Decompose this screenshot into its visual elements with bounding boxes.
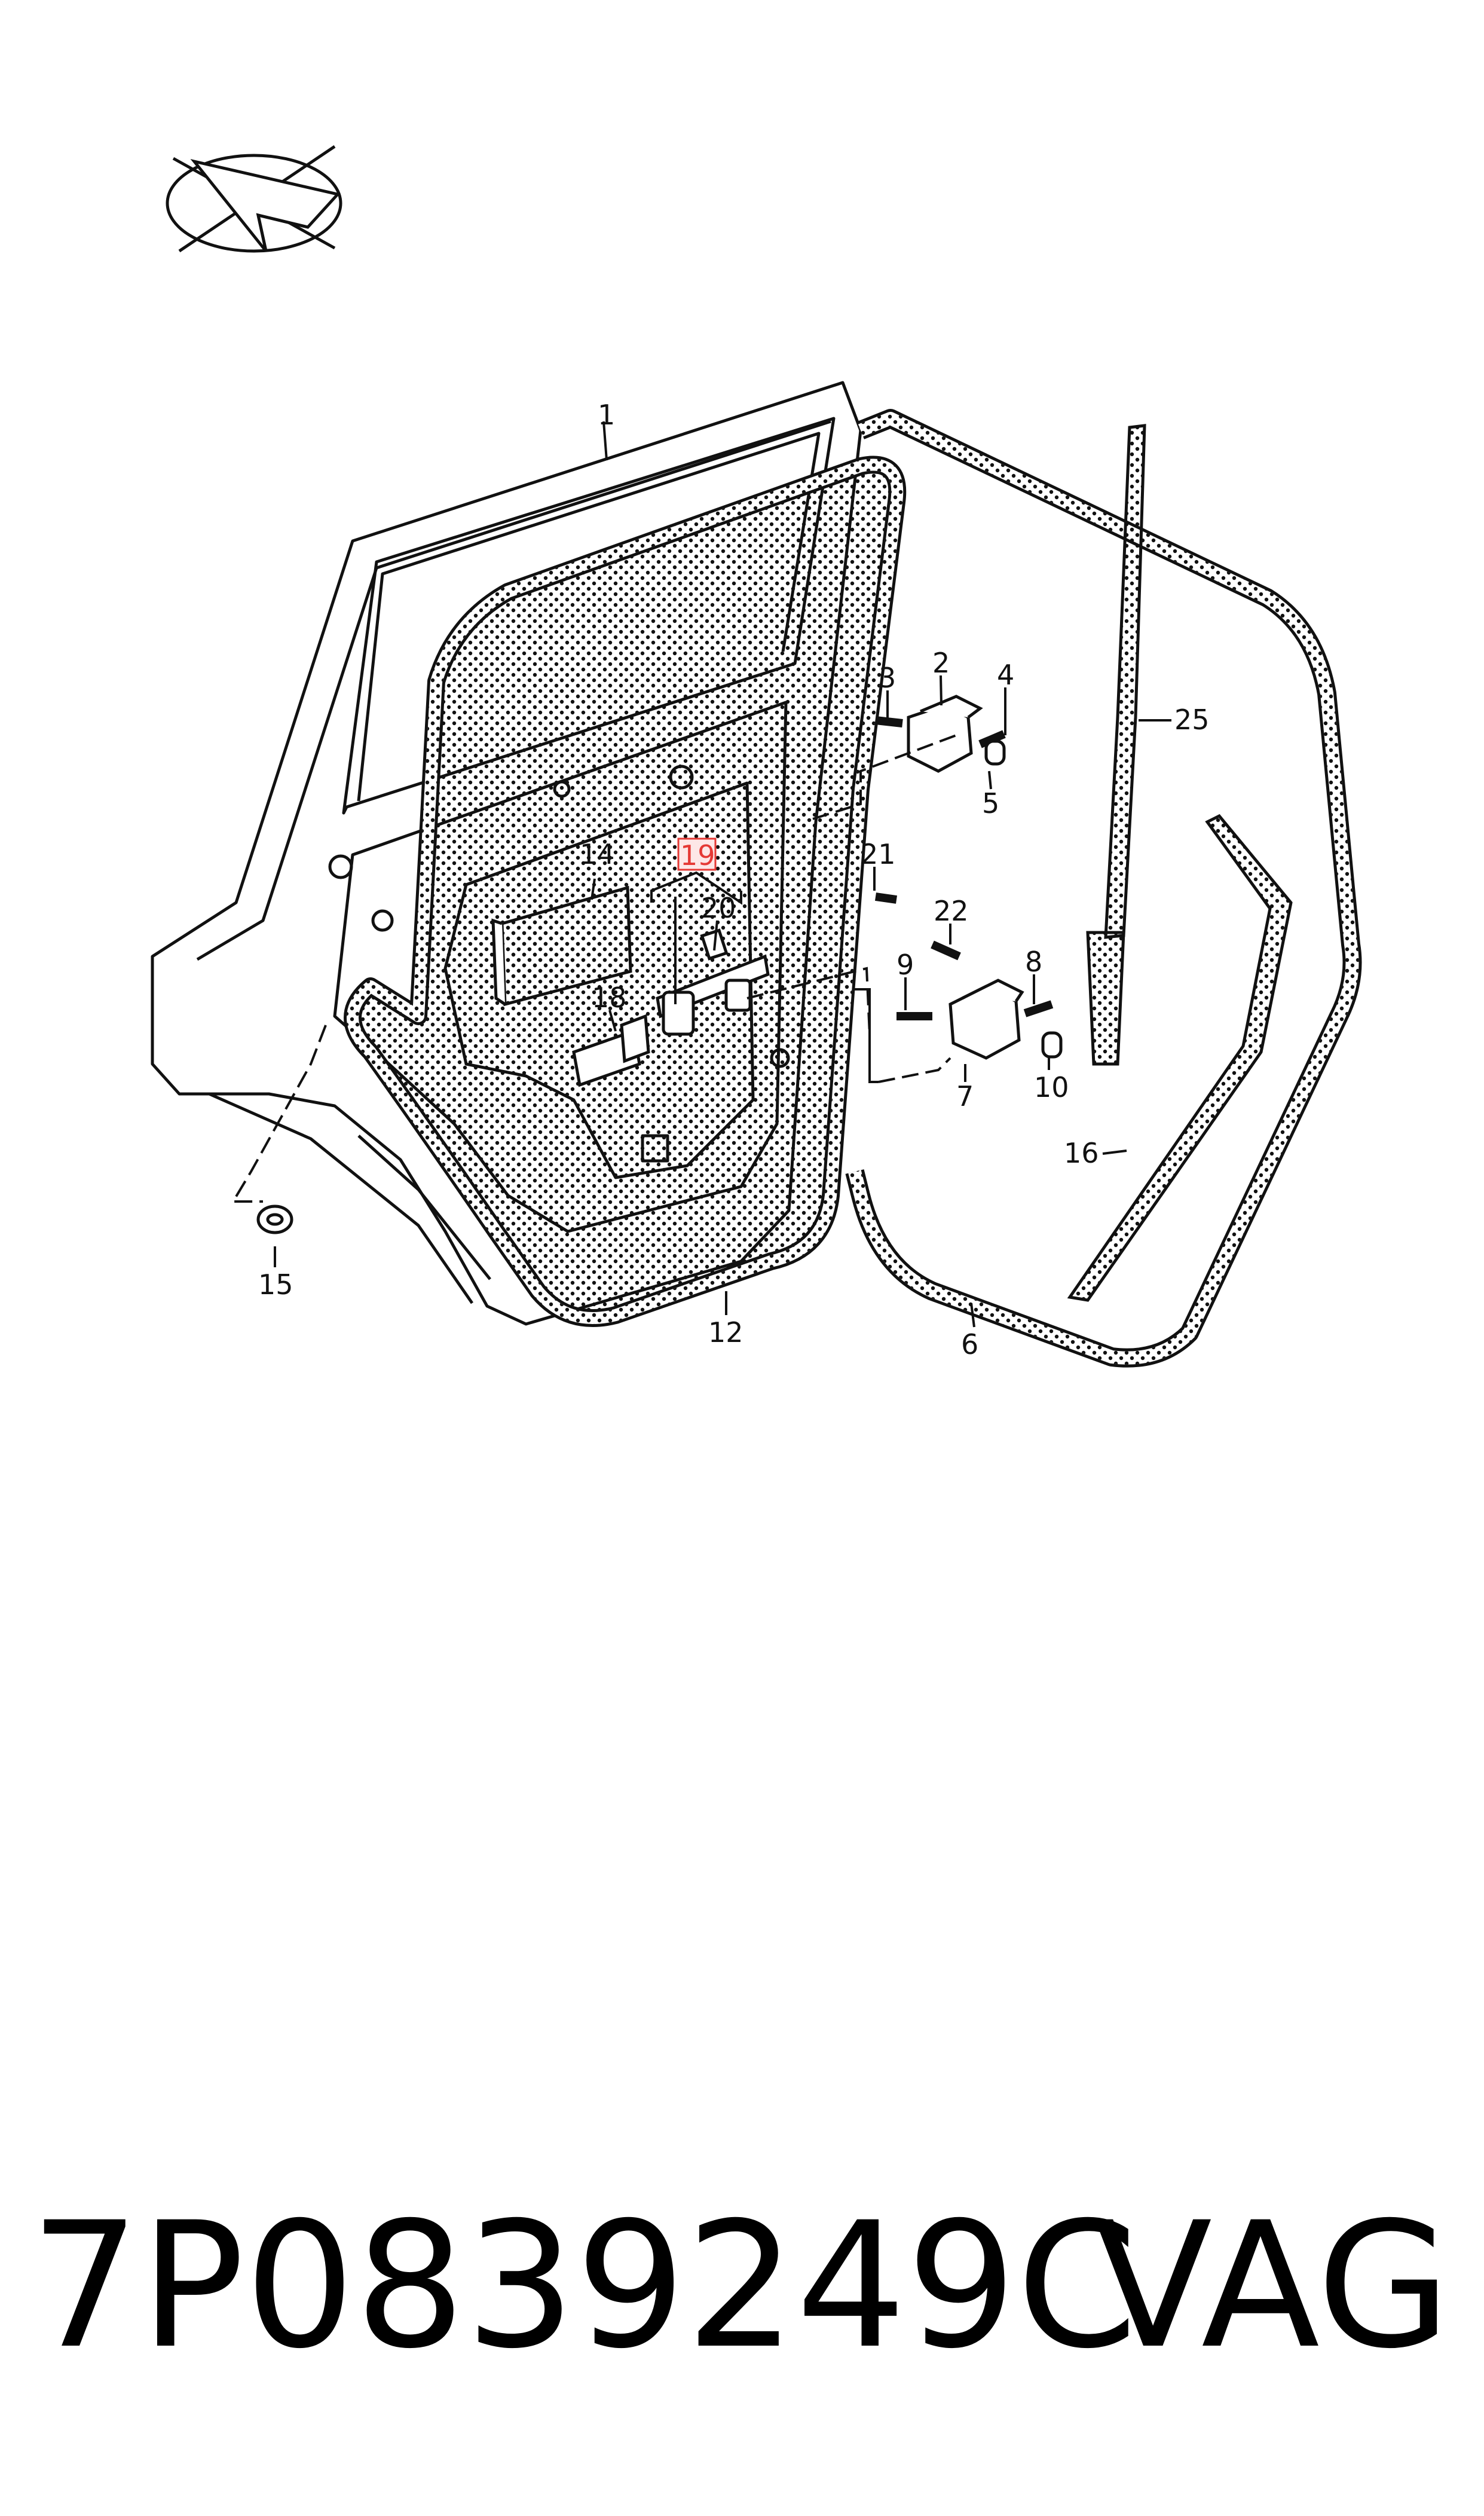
callout-5: 5	[982, 787, 999, 820]
callout-7: 7	[956, 1080, 974, 1112]
callout-21: 21	[861, 838, 896, 870]
leader-lines	[231, 421, 1171, 1328]
callout-4: 4	[997, 659, 1014, 691]
lower-seal-strip	[1067, 814, 1293, 1302]
callout-9: 9	[896, 949, 914, 981]
callout-6: 6	[961, 1328, 978, 1361]
callout-16: 16	[1064, 1137, 1099, 1169]
lower-hinge	[875, 892, 1063, 1060]
window-seal-strip	[1086, 424, 1146, 1066]
callout-25: 25	[1174, 704, 1210, 736]
upper-hinge	[875, 695, 1006, 773]
callout-2: 2	[932, 647, 950, 679]
part-number: 7P0839249C	[30, 2185, 1138, 2387]
callout-1: 1	[598, 399, 615, 431]
exploded-parts-diagram: 1 2 3 4 5 6 7 8 9 10 12 14 15 16 18 19 2…	[151, 145, 1362, 1368]
callout-8: 8	[1025, 946, 1042, 978]
callout-22: 22	[934, 895, 969, 927]
sound-pad	[491, 885, 632, 1007]
callout-12: 12	[708, 1316, 743, 1349]
callout-14: 14	[580, 838, 615, 870]
view-direction-icon	[166, 145, 342, 253]
footer: 7P0839249C VAG	[0, 2176, 1484, 2427]
callout-15: 15	[258, 1268, 293, 1301]
callout-18: 18	[592, 982, 627, 1014]
callout-20: 20	[701, 892, 736, 924]
callout-19-highlight	[677, 837, 717, 871]
callout-10: 10	[1034, 1071, 1069, 1103]
grommet	[256, 1204, 293, 1234]
callout-3: 3	[879, 662, 896, 694]
door-check-strap	[572, 928, 770, 1087]
brand-name: VAG	[1094, 2185, 1451, 2387]
callout-19: 19	[680, 839, 715, 872]
